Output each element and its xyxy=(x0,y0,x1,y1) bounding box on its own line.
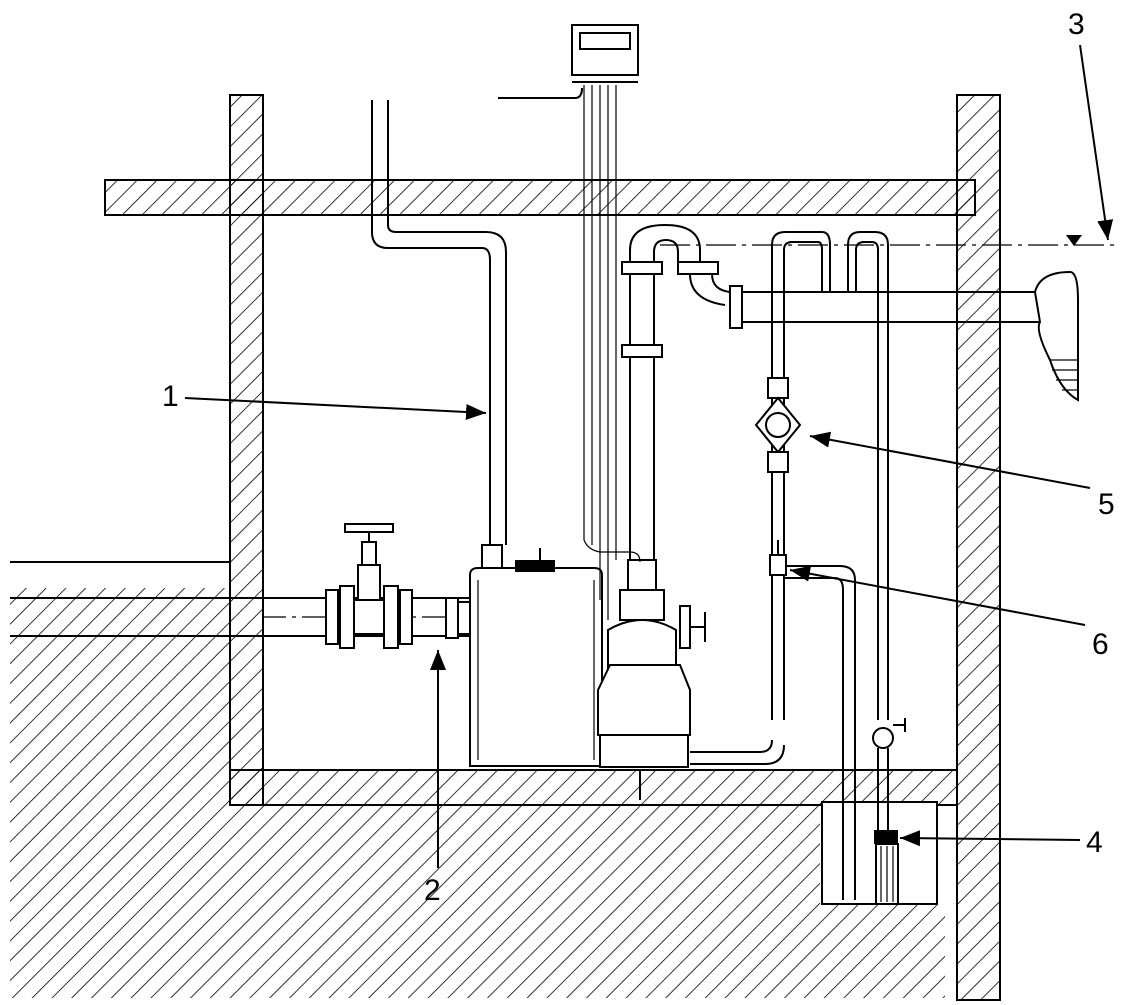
leader-1 xyxy=(184,397,487,420)
callout-6: 6 xyxy=(1092,628,1109,661)
control-box xyxy=(498,24,641,620)
pressure-pipe xyxy=(621,223,1079,560)
water-level-line xyxy=(660,235,1118,246)
collecting-tank xyxy=(469,548,603,767)
leader-4 xyxy=(899,830,1081,847)
callout-2: 2 xyxy=(424,874,441,907)
callout-5: 5 xyxy=(1098,488,1115,521)
callout-3: 3 xyxy=(1068,8,1085,41)
leader-5 xyxy=(809,431,1091,489)
leader-3 xyxy=(1079,44,1114,241)
ground-soil xyxy=(10,561,945,998)
callout-1: 1 xyxy=(162,380,179,413)
hand-pump xyxy=(754,377,802,473)
pump-unit xyxy=(597,559,706,800)
leader-lines xyxy=(184,44,1114,868)
sump-pump xyxy=(874,830,899,905)
sump-pump-pipe xyxy=(847,231,906,830)
check-valve xyxy=(769,540,787,576)
leader-6 xyxy=(789,565,1086,626)
callout-4: 4 xyxy=(1086,826,1103,859)
building-walls xyxy=(104,94,1001,1001)
vent-pipe xyxy=(371,100,507,572)
